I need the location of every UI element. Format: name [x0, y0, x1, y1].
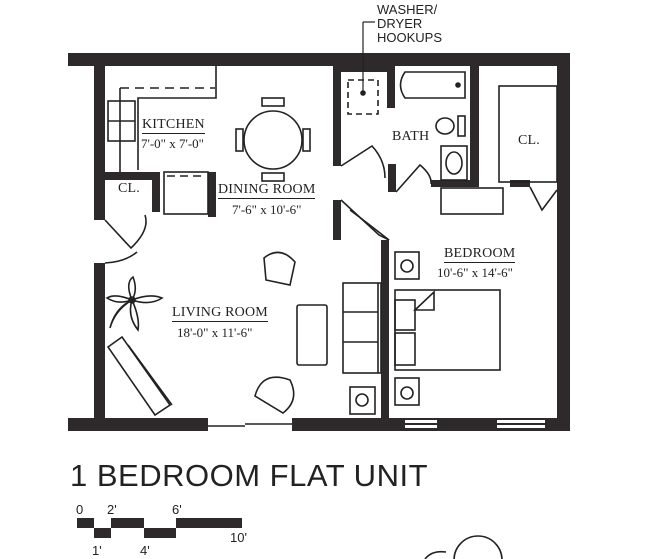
- entry-door: [208, 423, 292, 427]
- scale-label-4ft: 4': [140, 543, 150, 558]
- scale-label-0: 0: [76, 502, 84, 517]
- bottom-decoration: [424, 535, 503, 559]
- scale-label-2ft: 2': [107, 502, 117, 517]
- scale-label-1ft: 1': [92, 543, 102, 558]
- bedroom-dims: 10'-6" x 14'-6": [437, 265, 513, 280]
- callout-line-1: WASHER/: [377, 2, 438, 17]
- walls: [68, 53, 570, 431]
- windows: [405, 420, 545, 428]
- kitchen-closet-label: CL.: [118, 181, 140, 196]
- washer-dryer-callout: WASHER/ DRYER HOOKUPS: [377, 3, 442, 45]
- dining-room-label: DINING ROOM: [218, 182, 316, 199]
- living-room-label: LIVING ROOM: [172, 305, 268, 322]
- bedroom-label: BEDROOM: [444, 246, 516, 263]
- kitchen-dims: 7'-0" x 7'-0": [141, 136, 204, 151]
- dining-room-dims: 7'-6" x 10'-6": [232, 202, 302, 217]
- unit-title: 1 BEDROOM FLAT UNIT: [70, 458, 429, 493]
- bath-label: BATH: [392, 129, 430, 144]
- callout-line-3: HOOKUPS: [377, 30, 443, 45]
- fixtures: [104, 21, 558, 417]
- scale-label-6ft: 6': [172, 502, 182, 517]
- scale-label-10ft: 10': [230, 530, 247, 545]
- bedroom-closet-label: CL.: [518, 133, 540, 148]
- callout-line-2: DRYER: [377, 16, 423, 31]
- scale-bar: [77, 518, 242, 538]
- kitchen-label: KITCHEN: [142, 117, 205, 134]
- living-room-dims: 18'-0" x 11'-6": [177, 325, 253, 340]
